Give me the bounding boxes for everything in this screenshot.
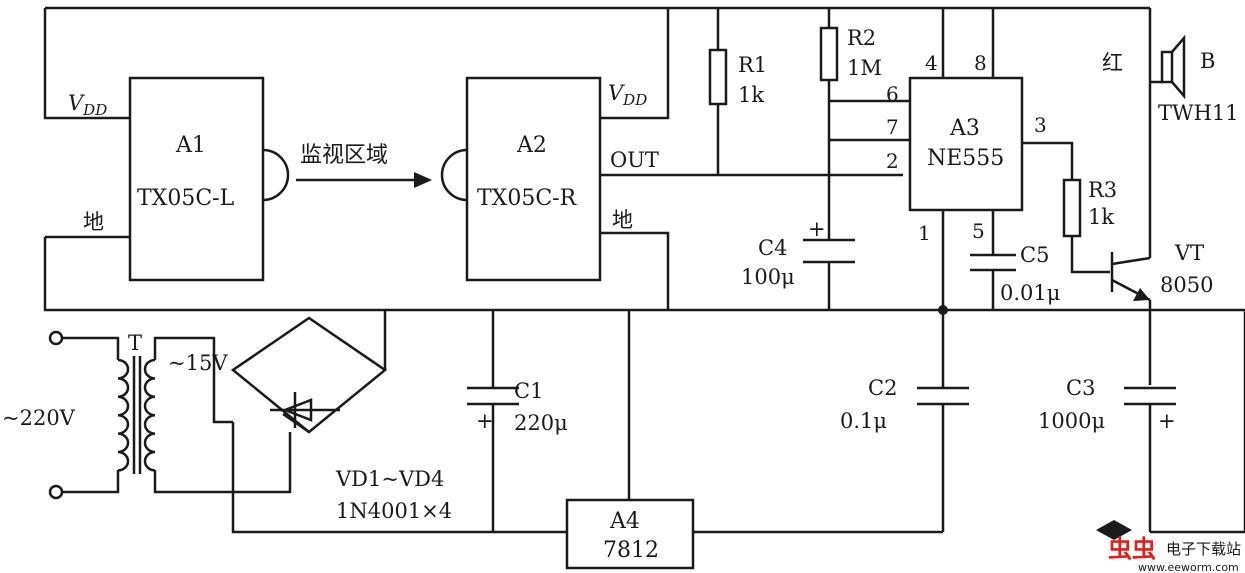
primary-coil [117, 358, 130, 472]
module-a2: A2 TX05C-R VDD OUT 地 [440, 76, 659, 282]
a3-pin-8: 8 [974, 51, 987, 75]
transformer-t: T ~220V ~15V [2, 330, 228, 500]
monitor-label: 监视区域 [300, 143, 388, 168]
module-a4: A4 7812 [565, 498, 695, 570]
transistor-vt: VT 8050 [1110, 241, 1213, 302]
a3-part: NE555 [927, 146, 1004, 171]
a3-pin-5: 5 [972, 219, 985, 243]
capacitor-c3: C3 1000μ + [1038, 376, 1176, 433]
a3-pin-4: 4 [925, 51, 938, 75]
a2-lens [440, 148, 468, 202]
capacitor-c5: C5 0.01μ [970, 243, 1060, 305]
a2-vdd-label: VDD [608, 81, 647, 109]
wires [43, 6, 1245, 534]
bridge-part: 1N4001×4 [336, 499, 452, 523]
c3-polarity: + [1158, 409, 1176, 433]
speaker-ref: B [1200, 49, 1215, 73]
resistor-r3: R3 1k [1062, 178, 1117, 238]
watermark-logo-text: 虫虫 [1108, 534, 1156, 563]
a1-name: A1 [175, 133, 206, 158]
a1-part: TX05C-L [137, 186, 235, 211]
mortarboard-icon [1096, 520, 1132, 540]
c4-ref: C4 [758, 236, 787, 260]
a3-name: A3 [949, 116, 980, 141]
bridge-rectifier: VD1~VD4 1N4001×4 [230, 316, 452, 523]
c4-polarity: + [808, 217, 826, 241]
secondary-voltage: ~15V [168, 351, 228, 375]
r1-ref: R1 [738, 53, 767, 77]
c3-value: 1000μ [1038, 409, 1105, 433]
a3-pin-1: 1 [918, 221, 931, 245]
a2-name: A2 [516, 133, 547, 158]
c3-ref: C3 [1066, 376, 1095, 400]
r3-ref: R3 [1088, 178, 1117, 202]
speaker-part: TWH11 [1158, 101, 1239, 125]
a4-name: A4 [609, 509, 640, 534]
a3-pin-7: 7 [886, 115, 899, 139]
capacitor-c2: C2 0.1μ [840, 376, 969, 433]
bridge-ref: VD1~VD4 [335, 467, 444, 491]
transformer-ref: T [128, 331, 142, 355]
a1-lens [262, 148, 290, 202]
module-a1: A1 TX05C-L VDD 地 [68, 76, 290, 282]
a1-gnd-label: 地 [83, 210, 104, 234]
input-terminal-bottom [48, 484, 64, 500]
c4-value: 100μ [741, 265, 795, 289]
c5-ref: C5 [1020, 243, 1049, 267]
a3-pin-3: 3 [1034, 113, 1047, 137]
r1-value: 1k [738, 83, 764, 107]
resistor-r2: R2 1M [819, 26, 882, 82]
watermark-url: www.eeworm.com [1138, 561, 1239, 573]
a2-out-label: OUT [610, 148, 659, 172]
watermark-logo: 虫虫 电子下载站 www.eeworm.com [1096, 520, 1241, 573]
junction-dot [938, 305, 948, 315]
module-a3: A3 NE555 4 8 6 7 2 3 1 5 [886, 51, 1047, 245]
c5-value: 0.01μ [1000, 281, 1060, 305]
r3-value: 1k [1088, 205, 1114, 229]
capacitor-c4: + C4 100μ [741, 217, 855, 289]
a2-part: TX05C-R [477, 186, 578, 211]
c2-value: 0.1μ [840, 409, 887, 433]
a2-body [465, 76, 602, 282]
input-terminal-top [48, 330, 64, 346]
speaker-wire-label: 红 [1102, 51, 1123, 75]
capacitor-c1: + C1 220μ [467, 379, 568, 435]
speaker-b: 红 B TWH11 [1102, 34, 1239, 125]
a1-body [128, 76, 265, 282]
a3-pin-2: 2 [886, 149, 899, 173]
c2-ref: C2 [868, 376, 897, 400]
c1-value: 220μ [514, 411, 568, 435]
resistor-r1: R1 1k [708, 48, 767, 107]
a2-gnd-label: 地 [612, 208, 633, 232]
vt-ref: VT [1174, 241, 1204, 265]
vt-part: 8050 [1160, 273, 1213, 297]
a3-pin-6: 6 [886, 82, 899, 106]
a3-body [908, 76, 1024, 212]
r2-value: 1M [847, 56, 882, 80]
c1-ref: C1 [514, 379, 543, 403]
primary-voltage: ~220V [2, 406, 76, 430]
bridge-body [230, 316, 388, 434]
speaker-cone [1171, 34, 1186, 100]
c1-polarity: + [476, 409, 494, 433]
a4-part: 7812 [603, 538, 659, 563]
speaker-coil [1160, 50, 1174, 84]
a1-vdd-label: VDD [68, 91, 107, 119]
monitor-arrow: 监视区域 [296, 143, 432, 188]
a4-body [565, 498, 695, 570]
secondary-coil [143, 358, 156, 472]
r2-ref: R2 [847, 26, 876, 50]
watermark-cn: 电子下载站 [1166, 540, 1241, 558]
